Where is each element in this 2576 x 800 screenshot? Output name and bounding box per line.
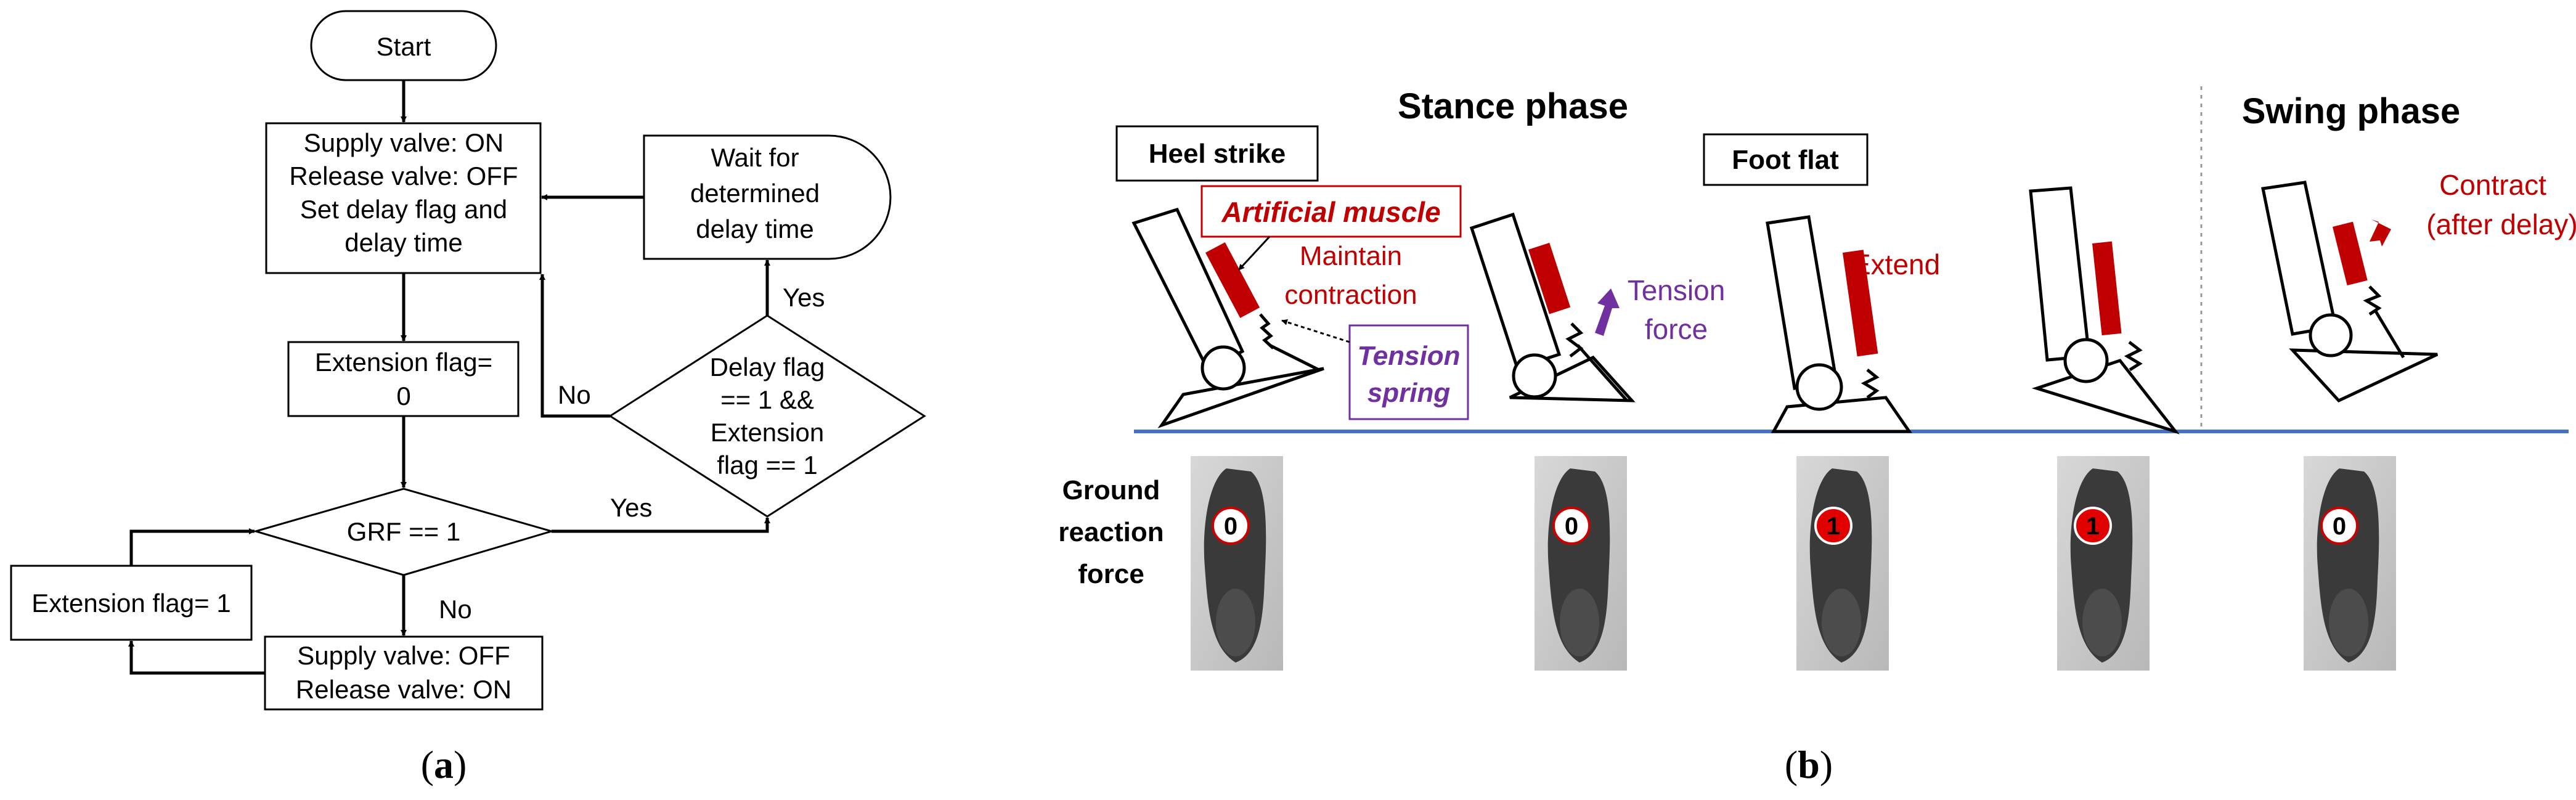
delay-decision-diamond [608,314,926,518]
insole-2: 0 [1535,456,1627,671]
contract-line-2: (after delay) [2426,208,2576,240]
artificial-muscle-2 [1528,242,1571,314]
init-line-1: Supply valve: ON [304,128,503,157]
grf-label-line-3: force [1078,559,1144,589]
start-label: Start [377,32,431,61]
init-line-3: Set delay flag and [300,195,507,224]
maintain-line-2: contraction [1284,280,1417,310]
gait-diagram: Stance phase Swing phase Heel strike Foo… [1058,86,2576,786]
release-process-box [264,635,544,711]
grf-indicator-2 [1552,507,1591,545]
grf-indicator-4 [2074,507,2112,545]
delay-line-2: == 1 && [720,385,814,414]
grf-decision-label: GRF == 1 [347,517,460,546]
artificial-muscle-label: Artificial muscle [1221,196,1440,228]
grf-value-5: 0 [2333,513,2346,540]
contract-arrow [2370,219,2391,247]
insole-4: 1 [2057,456,2150,671]
foot-flat-label: Foot flat [1732,145,1839,175]
heel-strike-label: Heel strike [1149,139,1286,169]
release-line-1: Supply valve: OFF [297,641,510,670]
tension-force-arrow [1595,288,1620,336]
delay-yes-label: Yes [783,283,825,312]
insole-3: 1 [1796,456,1889,671]
wait-delay-box [643,134,892,260]
leg-heel-strike [1131,207,1324,428]
leg-swing [2261,181,2439,403]
tension-spring-line-2: spring [1367,378,1451,408]
grf-value-1: 0 [1224,513,1237,540]
delay-no-label: No [558,380,591,409]
artificial-muscle-4 [2092,241,2122,336]
tension-force-line-1: Tension [1628,274,1726,306]
tension-spring-line-1: Tension [1357,341,1460,371]
extend-label: Extend [1852,248,1940,280]
maintain-line-1: Maintain [1300,241,1402,271]
artificial-muscle-1 [1205,242,1260,318]
tension-spring-box [1348,324,1469,420]
contract-line-1: Contract [2439,169,2546,201]
grf-no-label: No [439,595,472,624]
ext-flag-1-label: Extension flag= 1 [31,589,230,618]
caption-a: (a) [421,743,467,786]
delay-line-3: Extension [711,418,824,447]
ext-flag-0-line-2: 0 [396,382,410,410]
grf-label-line-2: reaction [1058,517,1164,547]
grf-value-3: 1 [1827,513,1840,540]
delay-line-1: Delay flag [710,353,825,382]
grf-value-4: 1 [2086,513,2100,540]
wait-line-1: Wait for [711,143,799,172]
spring-pointer [1281,319,1350,343]
wait-line-3: delay time [696,214,813,243]
grf-yes-label: Yes [610,493,653,522]
extension-flag-0-box [287,341,520,417]
leg-push-off [2029,186,2180,435]
artificial-muscle-box [1200,185,1462,238]
insole-1: 0 [1191,456,1283,671]
flow-connectors [128,80,770,675]
init-line-2: Release valve: OFF [289,161,518,190]
swing-phase-title: Swing phase [2242,91,2461,131]
heel-strike-box [1115,125,1319,182]
grf-indicator-3 [1814,507,1853,545]
caption-b: (b) [1785,743,1833,786]
grf-label-line-1: Ground [1062,475,1160,505]
artificial-muscle-5 [2333,221,2368,286]
leg-tension-force [1469,212,1636,402]
delay-line-4: flag == 1 [717,451,817,480]
foot-flat-box [1703,133,1869,186]
grf-indicator-1 [1212,507,1250,545]
grf-indicator-5 [2320,507,2358,545]
init-process-box [265,122,542,274]
wait-line-2: determined [690,179,820,208]
grf-value-2: 0 [1565,513,1578,540]
flowchart: Start Supply valve: ON Release valve: OF… [10,10,926,786]
ext-flag-0-line-1: Extension flag= [315,348,492,377]
stance-phase-title: Stance phase [1398,86,1628,126]
insole-5: 0 [2304,456,2396,671]
muscle-pointer [1237,235,1271,271]
artificial-muscle-3 [1843,250,1878,357]
init-line-4: delay time [344,228,462,257]
tension-force-line-2: force [1645,313,1708,345]
leg-foot-flat [1766,215,1912,433]
release-line-2: Release valve: ON [296,675,512,704]
